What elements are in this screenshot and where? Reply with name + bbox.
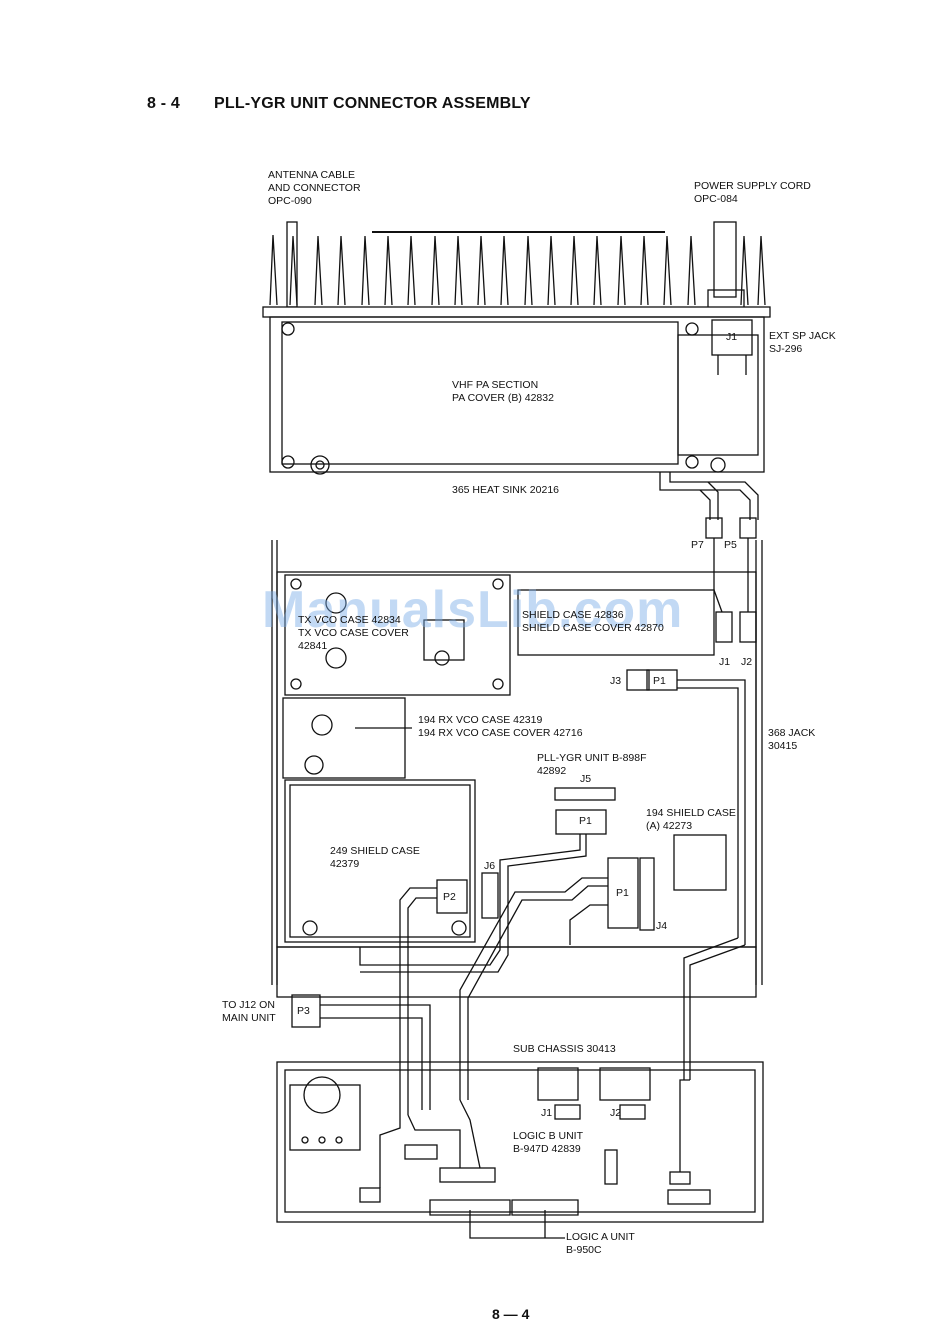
j2-mid-label: J2 — [741, 656, 753, 668]
vhf-pa-label: VHF PA SECTION PA COVER (B) 42832 — [452, 379, 554, 404]
heat-sink-fins — [269, 221, 766, 309]
tx-vco-label: TX VCO CASE 42834 TX VCO CASE COVER 4284… — [298, 614, 409, 652]
j1-top-label: J1 — [726, 331, 738, 343]
watermark: ManualsLib.com — [262, 581, 684, 639]
power-supply-label: POWER SUPPLY CORD OPC-084 — [694, 180, 811, 205]
rx-vco-case — [282, 697, 406, 779]
j4-label: J4 — [656, 920, 668, 932]
pll-unit-label: PLL-YGR UNIT B-898F 42892 — [537, 752, 647, 777]
pa-section — [262, 306, 771, 318]
to-j12-label: TO J12 ON MAIN UNIT — [222, 999, 276, 1024]
tx-vco-case — [284, 574, 511, 696]
logic-b-label: LOGIC B UNIT B-947D 42839 — [513, 1130, 584, 1155]
shield-case-top-label: SHIELD CASE 42836 SHIELD CASE COVER 4287… — [522, 609, 664, 634]
page-number: 8 — 4 — [492, 1306, 530, 1322]
p5-label: P5 — [724, 539, 737, 551]
page-title: PLL-YGR UNIT CONNECTOR ASSEMBLY — [214, 95, 531, 112]
sub-chassis-label: SUB CHASSIS 30413 — [513, 1043, 616, 1055]
logic-a-label: LOGIC A UNIT B-950C — [566, 1231, 635, 1256]
j2-bottom-label: J2 — [610, 1107, 622, 1119]
ext-sp-jack-label: EXT SP JACK SJ-296 — [769, 330, 836, 355]
shield-249-label: 249 SHIELD CASE 42379 — [330, 845, 420, 870]
shield-case-a — [673, 834, 727, 891]
j3-label: J3 — [610, 675, 622, 687]
p2-label: P2 — [443, 891, 456, 903]
heat-sink-label: 365 HEAT SINK 20216 — [452, 484, 560, 496]
section-number: 8 - 4 — [147, 95, 181, 112]
p3-label: P3 — [297, 1005, 310, 1017]
antenna-label: ANTENNA CABLE AND CONNECTOR OPC-090 — [268, 169, 361, 207]
p1-a-label: P1 — [653, 675, 666, 687]
sub-chassis — [276, 1061, 764, 1223]
shield-case-top — [517, 589, 715, 656]
j1-bottom-label: J1 — [541, 1107, 553, 1119]
pll-chassis — [271, 540, 763, 998]
p1-b-label: P1 — [579, 815, 592, 827]
j5-label: J5 — [580, 773, 592, 785]
p1-c-label: P1 — [616, 887, 629, 899]
rx-vco-label: 194 RX VCO CASE 42319 194 RX VCO CASE CO… — [418, 714, 583, 739]
p7-label: P7 — [691, 539, 704, 551]
j1-mid-label: J1 — [719, 656, 731, 668]
j6-label: J6 — [484, 860, 496, 872]
shield-case-249 — [284, 779, 476, 943]
shield-case-a-label: 194 SHIELD CASE (A) 42273 — [646, 807, 736, 832]
jack-label: 368 JACK 30415 — [768, 727, 816, 752]
